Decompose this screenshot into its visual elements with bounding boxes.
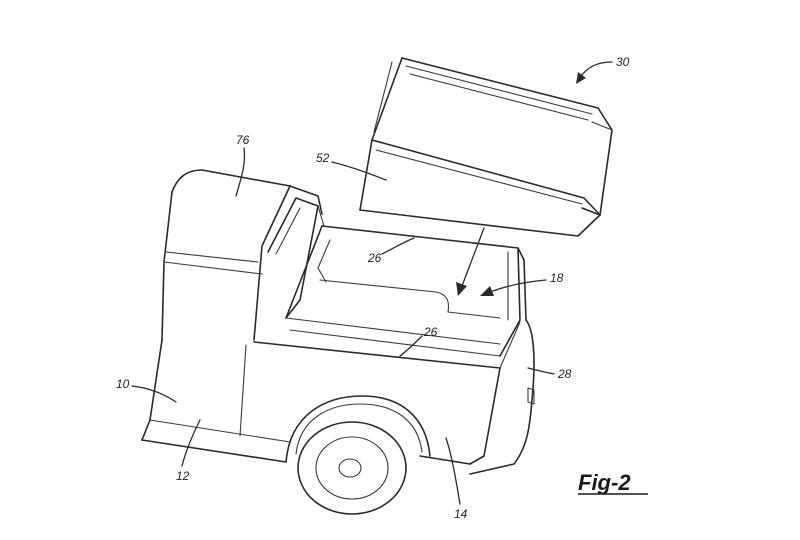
ref-label-26-lower: 26: [423, 325, 438, 339]
cap-topper: [359, 57, 613, 237]
figure-caption: Fig-2: [578, 470, 631, 495]
leader-52: [331, 161, 387, 181]
leader-26-lower: [399, 335, 423, 357]
leader-28: [527, 367, 555, 375]
ref-label-30: 30: [616, 55, 630, 69]
rear-wheel: [297, 421, 407, 515]
leader-18: [480, 279, 547, 296]
ref-label-18: 18: [550, 271, 564, 285]
placement-arrow: [456, 227, 485, 296]
ref-label-12: 12: [176, 469, 190, 483]
leader-12: [181, 419, 201, 467]
ref-label-26-upper: 26: [367, 251, 382, 265]
ref-label-52: 52: [316, 151, 330, 165]
leader-30: [576, 61, 613, 84]
ref-label-10: 10: [116, 377, 130, 391]
leader-76: [235, 147, 246, 197]
vehicle-body: [141, 319, 535, 475]
leader-14: [445, 437, 461, 505]
leader-26-upper: [381, 237, 415, 255]
cargo-bed: [253, 225, 527, 369]
ref-label-14: 14: [454, 507, 468, 521]
ref-label-76: 76: [236, 133, 250, 147]
vehicle-cab: [161, 169, 325, 341]
ref-label-28: 28: [557, 367, 572, 381]
leader-10: [131, 385, 177, 403]
